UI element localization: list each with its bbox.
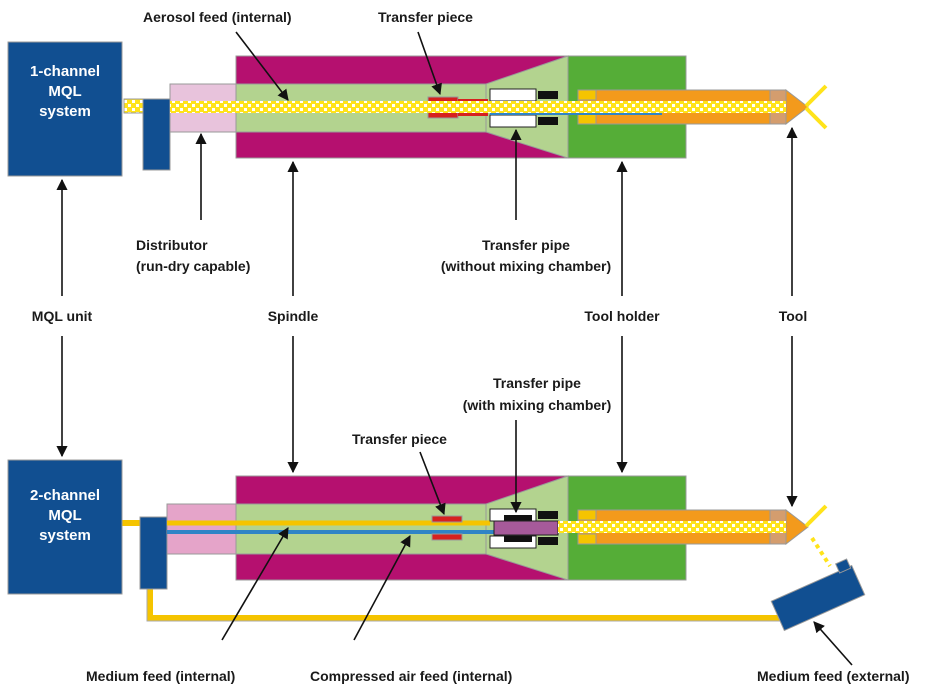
arrow-medium-feed-internal xyxy=(221,527,289,641)
bottom-transfer-pipe-black-a xyxy=(504,515,532,521)
label-mql-unit: MQL unit xyxy=(32,308,93,324)
label-transfer-pipe-bottom-line2: (with mixing chamber) xyxy=(463,397,612,413)
arrow-medium-feed-external xyxy=(813,621,853,666)
bottom-transfer-piece-a xyxy=(431,515,463,523)
label-distributor-line2: (run-dry capable) xyxy=(136,258,250,274)
arrow-transfer-piece-bottom xyxy=(419,451,446,516)
arrow-aerosol-feed xyxy=(235,31,289,101)
top-transfer-pipe-white-b xyxy=(489,114,537,128)
labels: Aerosol feed (internal) Transfer piece D… xyxy=(32,9,910,684)
mql-2-channel-box xyxy=(7,459,123,595)
mql-1-channel-box xyxy=(7,41,123,177)
arrow-compressed-air-feed xyxy=(353,535,411,641)
arrow-transfer-piece-top xyxy=(417,31,442,96)
mql-2-channel-label-line2: MQL xyxy=(48,507,81,524)
label-transfer-pipe-top-line1: Transfer pipe xyxy=(482,237,570,253)
mql-2-channel-label-line1: 2-channel xyxy=(30,487,100,504)
bottom-spindle-core xyxy=(235,503,487,555)
external-nozzle xyxy=(770,558,866,632)
top-transfer-pipe-black-b xyxy=(538,117,558,125)
label-aerosol-feed: Aerosol feed (internal) xyxy=(143,9,292,25)
label-transfer-pipe-bottom-line1: Transfer pipe xyxy=(493,375,581,391)
top-spray-upper xyxy=(804,84,828,108)
bottom-assembly xyxy=(122,475,866,632)
label-transfer-pipe-top-line2: (without mixing chamber) xyxy=(441,258,611,274)
label-medium-feed-internal: Medium feed (internal) xyxy=(86,668,235,684)
top-assembly xyxy=(123,55,828,171)
label-medium-feed-external: Medium feed (external) xyxy=(757,668,909,684)
bottom-distributor-block xyxy=(139,516,168,590)
top-holder-part-a xyxy=(577,89,597,101)
mql-1-channel-label-line1: 1-channel xyxy=(30,63,100,80)
top-aerosol-inlet-line xyxy=(123,98,145,114)
top-aerosol-channel xyxy=(170,101,786,113)
bottom-transfer-pipe-black-d xyxy=(538,537,558,545)
mql-2-channel-label-line3: system xyxy=(39,527,91,544)
external-medium-feed-line-outline xyxy=(146,585,782,622)
external-medium-feed-line xyxy=(147,585,782,621)
leader-arrows xyxy=(56,31,853,666)
mql-1-channel-label-line3: system xyxy=(39,103,91,120)
top-tool-tip xyxy=(785,88,809,126)
top-transfer-pipe-white-a xyxy=(489,88,537,102)
mql-1-channel-label-line2: MQL xyxy=(48,83,81,100)
label-transfer-piece-top: Transfer piece xyxy=(378,9,473,25)
label-tool: Tool xyxy=(779,308,808,324)
bottom-aerosol-channel xyxy=(558,521,786,533)
bottom-mixing-chamber xyxy=(493,520,559,536)
bottom-distributor-housing xyxy=(166,503,237,555)
bottom-spray-upper xyxy=(804,504,828,528)
top-holder-part-b xyxy=(577,113,597,125)
label-compressed-air-feed: Compressed air feed (internal) xyxy=(310,668,512,684)
bottom-transfer-piece-b xyxy=(431,533,463,541)
bottom-transfer-pipe-black-c xyxy=(538,511,558,519)
label-spindle: Spindle xyxy=(268,308,319,324)
bottom-tool-tip xyxy=(785,508,809,546)
label-transfer-piece-bottom: Transfer piece xyxy=(352,431,447,447)
top-distributor-block xyxy=(142,98,171,171)
external-spray xyxy=(810,536,832,568)
top-transfer-pipe-black-a xyxy=(538,91,558,99)
bottom-transfer-pipe-black-b xyxy=(504,536,532,542)
label-distributor-line1: Distributor xyxy=(136,237,208,253)
top-transfer-piece-d xyxy=(458,111,488,116)
top-spray-lower xyxy=(804,106,828,130)
bottom-holder-part-a xyxy=(577,509,597,521)
label-tool-holder: Tool holder xyxy=(584,308,660,324)
bottom-holder-part-b xyxy=(577,533,597,545)
